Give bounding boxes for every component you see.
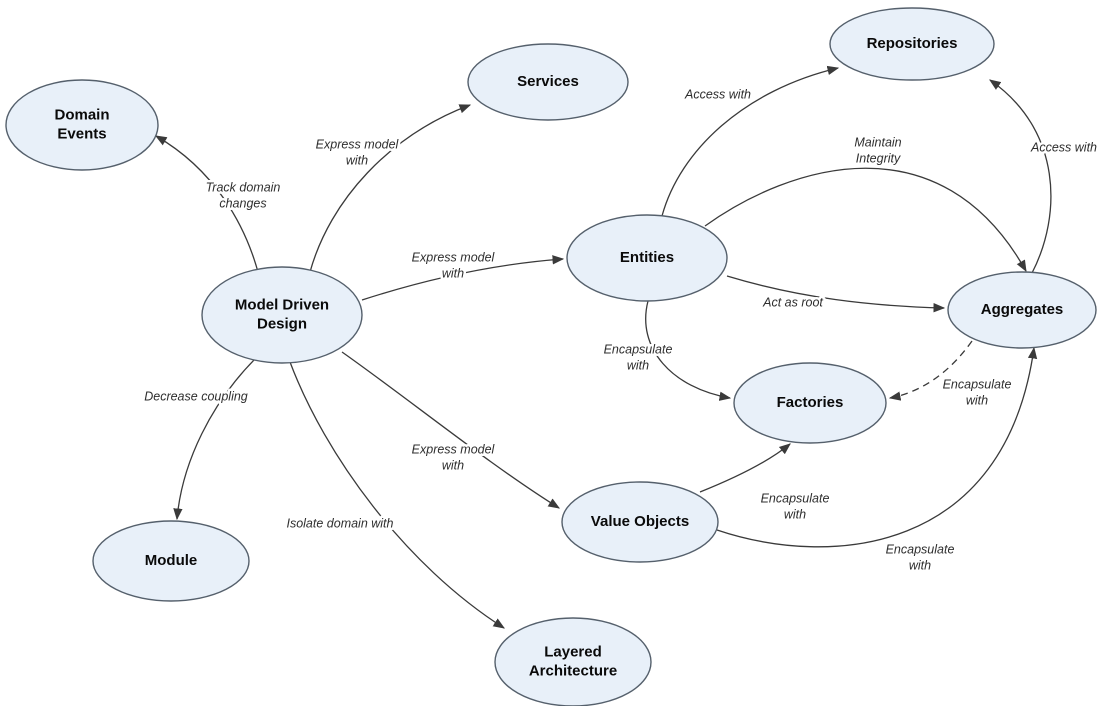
edge-label-track-domain-changes: changes <box>219 196 266 210</box>
node-ellipse-value-objects <box>561 481 719 563</box>
edge-label-express-model-with-value-objects: with <box>442 458 464 472</box>
edge-label-act-as-root: Act as root <box>762 295 823 309</box>
edge-access-with-aggregates <box>989 79 1052 274</box>
node-label-domain-events: Events <box>57 125 106 142</box>
edge-access-with-entities <box>661 65 840 217</box>
node-value-objects: Value Objects <box>561 481 719 563</box>
edge-act-as-root <box>726 275 946 313</box>
node-label-aggregates: Aggregates <box>981 301 1064 318</box>
edge-label-encapsulate-with-entities-factories: Encapsulate <box>604 342 673 356</box>
edge-label-encapsulate-with-aggregates-factories: with <box>966 393 988 407</box>
node-ellipse-module <box>92 520 250 602</box>
edge-label-isolate-domain-with: Isolate domain with <box>286 516 393 530</box>
node-ellipse-domain-events <box>5 79 159 171</box>
edge-label-encapsulate-with-value-objects-factories: Encapsulate <box>761 491 830 505</box>
node-label-model-driven-design: Model Driven <box>235 296 329 313</box>
edge-track-domain-changes <box>154 135 259 273</box>
node-module: Module <box>92 520 250 602</box>
node-ellipse-entities <box>566 214 728 302</box>
edge-label-encapsulate-with-entities-factories: with <box>627 358 649 372</box>
node-label-module: Module <box>145 552 198 569</box>
edge-label-encapsulate-with-value-objects-aggregates: Encapsulate <box>886 542 955 556</box>
node-label-layered-architecture: Architecture <box>529 662 617 679</box>
edge-label-express-model-with-services: Express model <box>316 137 400 151</box>
edge-encapsulate-with-aggregates-factories <box>888 340 973 401</box>
node-ellipse-factories <box>733 362 887 444</box>
edge-label-express-model-with-entities: Express model <box>412 250 496 264</box>
edge-isolate-domain-with <box>289 361 505 629</box>
node-label-factories: Factories <box>777 394 844 411</box>
edge-label-access-with-aggregates: Access with <box>1030 140 1097 154</box>
node-ellipse-layered-architecture <box>494 617 652 706</box>
edge-encapsulate-with-value-objects-aggregates <box>716 346 1038 548</box>
edge-label-access-with-entities: Access with <box>684 87 751 101</box>
edge-express-model-with-entities <box>361 255 565 301</box>
node-repositories: Repositories <box>829 7 995 81</box>
node-services: Services <box>467 43 629 121</box>
edge-label-express-model-with-entities: with <box>442 266 464 280</box>
edge-label-express-model-with-services: with <box>346 153 368 167</box>
node-label-value-objects: Value Objects <box>591 513 689 530</box>
edge-label-maintain-integrity: Maintain <box>854 135 901 149</box>
node-ellipse-aggregates <box>947 271 1097 349</box>
edge-decrease-coupling <box>173 357 257 521</box>
edge-label-maintain-integrity: Integrity <box>856 151 901 165</box>
node-label-entities: Entities <box>620 249 674 266</box>
edge-label-encapsulate-with-value-objects-factories: with <box>784 507 806 521</box>
edge-express-model-with-value-objects <box>341 351 560 509</box>
node-label-services: Services <box>517 73 579 90</box>
node-entities: Entities <box>566 214 728 302</box>
edge-label-express-model-with-value-objects: Express model <box>412 442 496 456</box>
node-ellipse-model-driven-design <box>201 266 363 364</box>
node-factories: Factories <box>733 362 887 444</box>
edge-maintain-integrity <box>704 167 1027 273</box>
node-label-model-driven-design: Design <box>257 315 307 332</box>
edge-label-track-domain-changes: Track domain <box>206 180 281 194</box>
node-label-layered-architecture: Layered <box>544 643 602 660</box>
edge-label-encapsulate-with-value-objects-aggregates: with <box>909 558 931 572</box>
edge-encapsulate-with-value-objects-factories <box>699 443 791 493</box>
node-ellipse-repositories <box>829 7 995 81</box>
edges-layer <box>154 65 1052 629</box>
node-aggregates: Aggregates <box>947 271 1097 349</box>
node-label-repositories: Repositories <box>867 35 958 52</box>
edge-encapsulate-with-entities-factories <box>645 300 732 401</box>
edge-label-encapsulate-with-aggregates-factories: Encapsulate <box>943 377 1012 391</box>
node-ellipse-services <box>467 43 629 121</box>
edge-express-model-with-services <box>309 104 472 273</box>
edge-label-decrease-coupling: Decrease coupling <box>144 389 248 403</box>
node-label-domain-events: Domain <box>54 106 109 123</box>
